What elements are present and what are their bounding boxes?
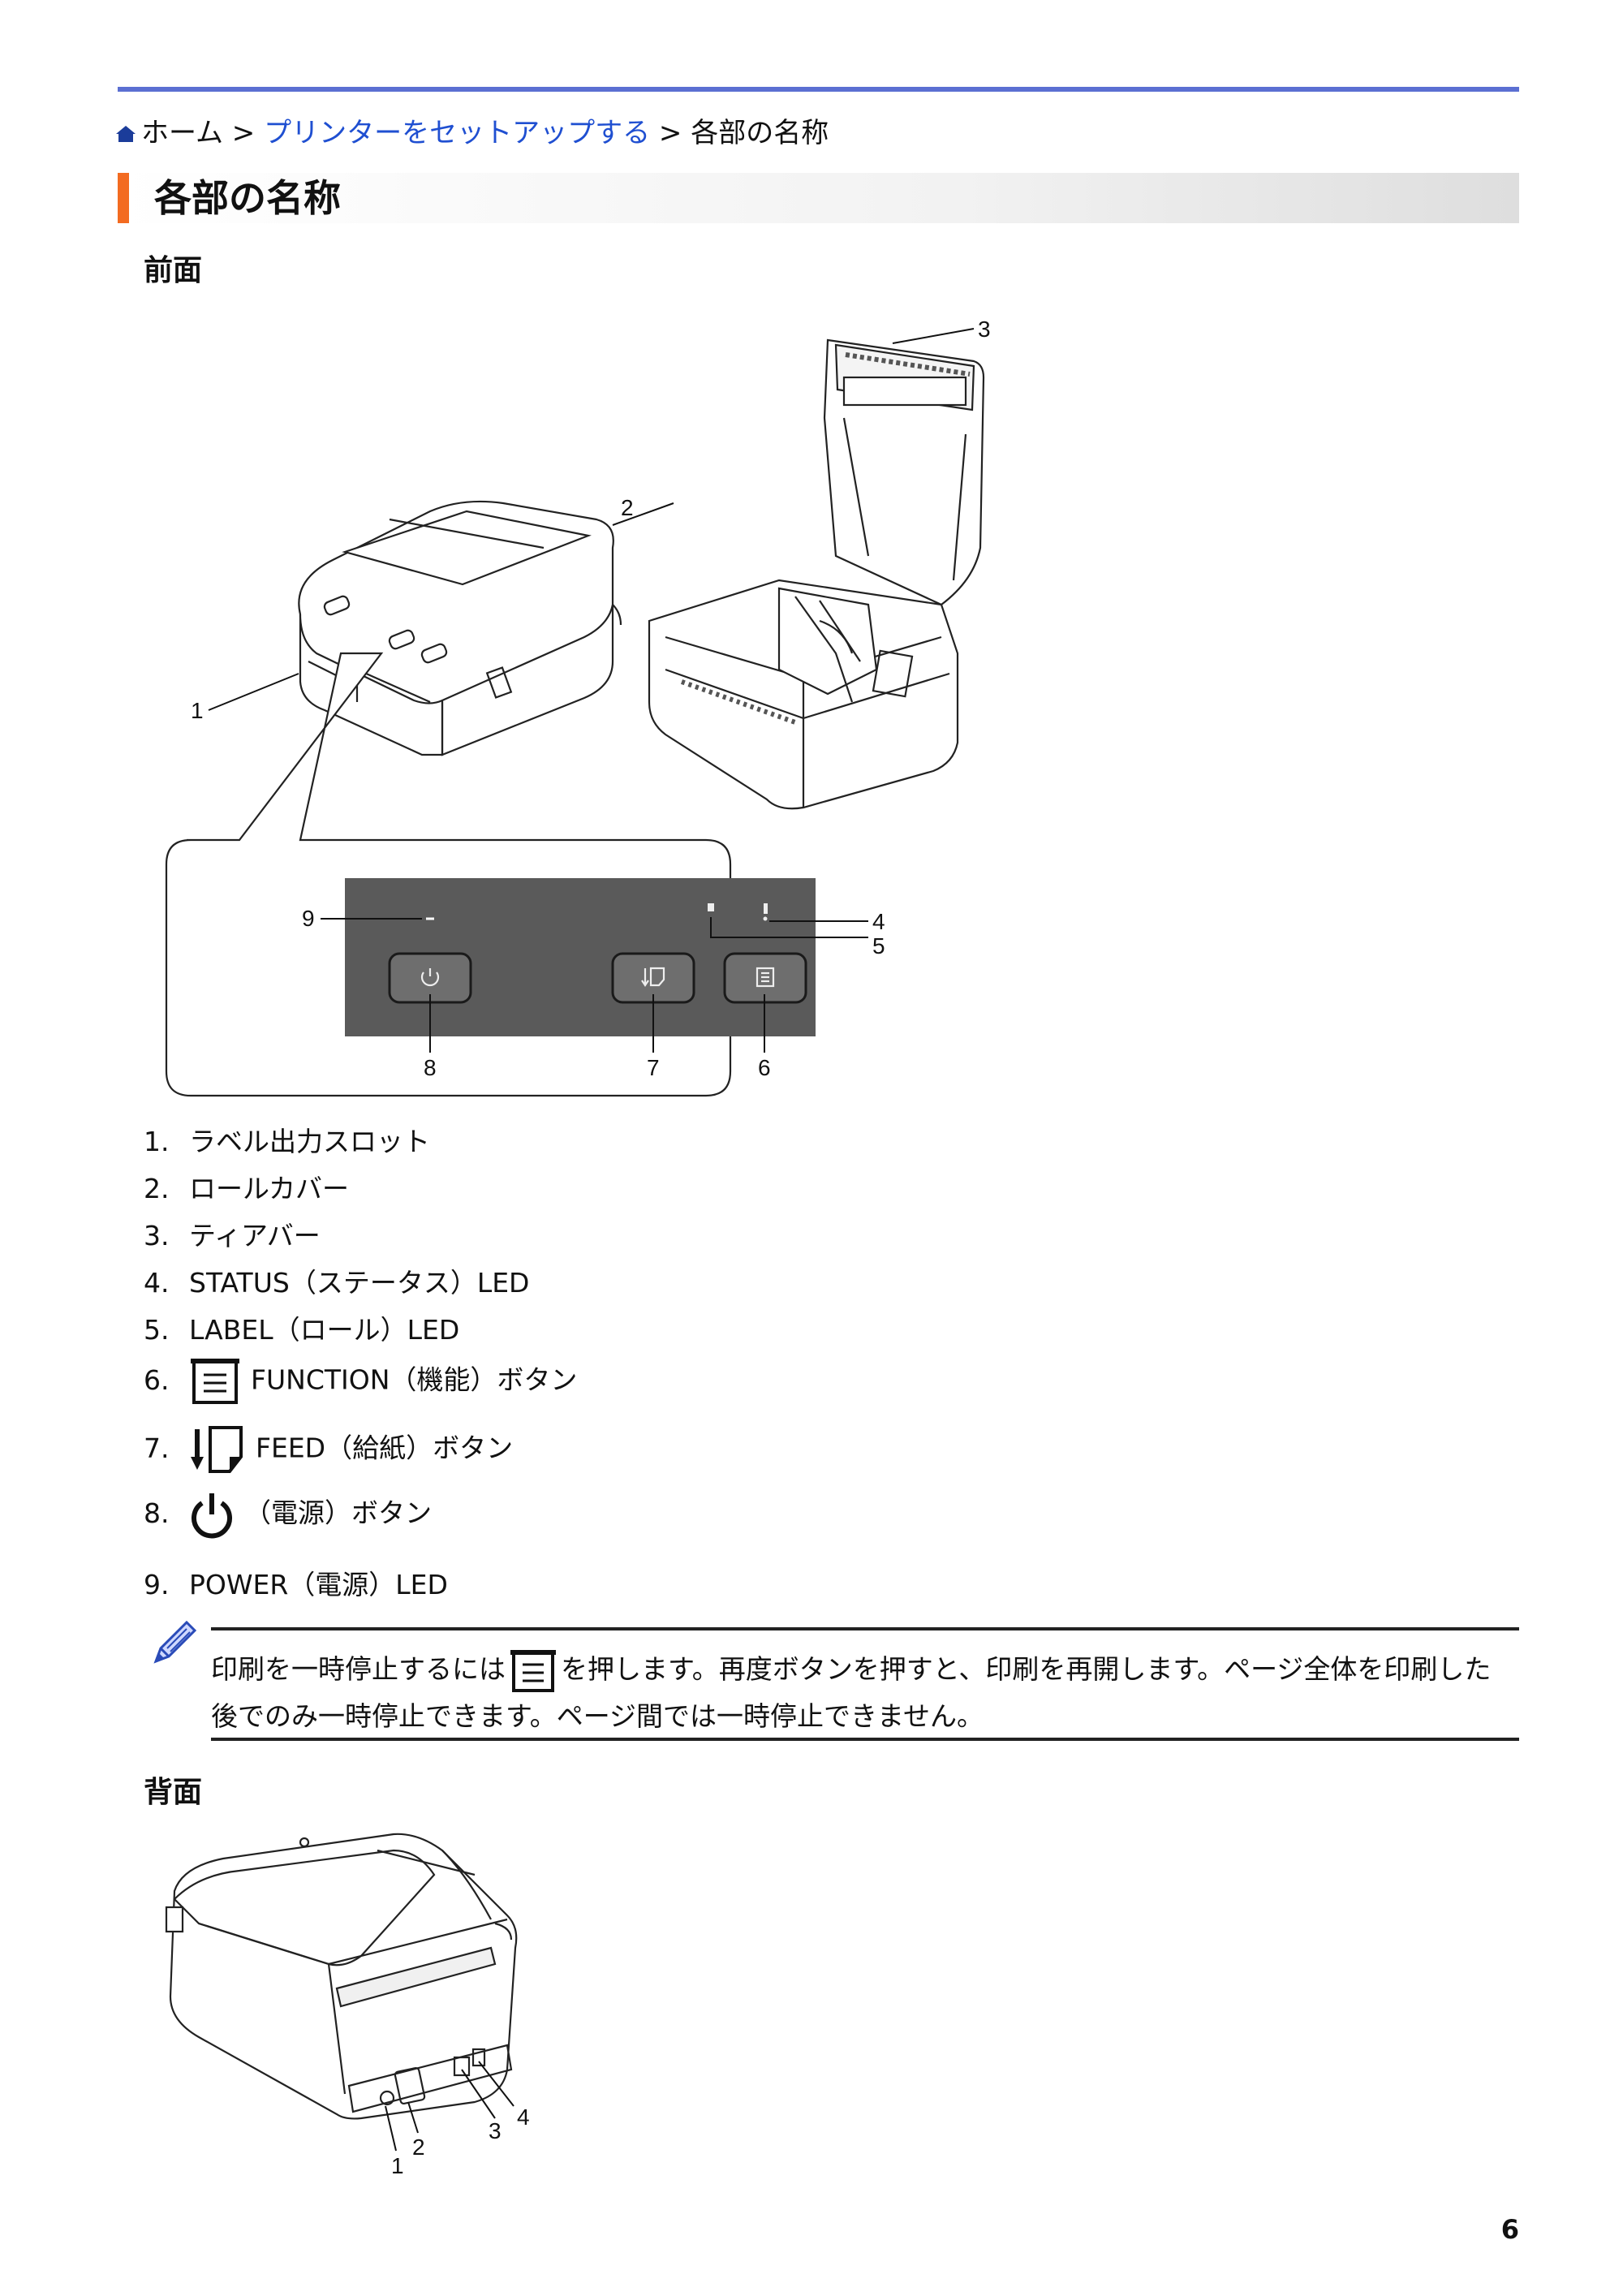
back-heading: 背面 xyxy=(144,1776,203,1809)
breadcrumb: ホーム > プリンターをセットアップする > 各部の名称 xyxy=(115,114,829,153)
page-number: 6 xyxy=(1500,2214,1519,2245)
usb-port xyxy=(471,2048,486,2067)
function-icon xyxy=(191,1359,239,1404)
list-item: 3.ティアバー xyxy=(144,1220,321,1251)
power-icon xyxy=(192,1493,232,1539)
closed-printer-illustration xyxy=(298,500,622,756)
list-item: 7.FEED（給紙）ボタン xyxy=(144,1424,513,1475)
front-heading: 前面 xyxy=(144,254,203,287)
back-callout-2: 2 xyxy=(412,2134,425,2160)
pencil-icon xyxy=(153,1620,197,1664)
note-box: 印刷を一時停止するにはを押します。再度ボタンを押すと、印刷を再開します。ページ全… xyxy=(151,1620,1519,1747)
back-callout-4: 4 xyxy=(517,2104,530,2130)
home-icon[interactable] xyxy=(115,124,136,144)
front-figure: 1 2 3 4 5 6 7 8 9 xyxy=(165,317,991,1097)
breadcrumb-link-setup[interactable]: プリンターをセットアップする xyxy=(264,117,651,149)
callout-5: 5 xyxy=(872,933,885,958)
dc-in-port xyxy=(379,2090,395,2106)
back-callout-1: 1 xyxy=(391,2153,404,2175)
list-item: 2.ロールカバー xyxy=(144,1173,350,1204)
title-accent xyxy=(118,173,129,223)
back-callout-3: 3 xyxy=(489,2118,502,2143)
note-rule xyxy=(211,1738,1519,1741)
callout-1: 1 xyxy=(191,698,204,723)
callout-3: 3 xyxy=(978,317,991,342)
callout-4: 4 xyxy=(872,909,885,934)
list-item: 5.LABEL（ロール）LED xyxy=(144,1314,460,1346)
list-item: 8.（電源）ボタン xyxy=(144,1490,432,1539)
status-led-icon xyxy=(764,903,768,914)
feed-icon xyxy=(191,1426,243,1473)
rear-printer-illustration xyxy=(165,1833,518,2120)
power-icon xyxy=(420,968,440,987)
list-item: 9.POWER（電源）LED xyxy=(144,1569,448,1600)
back-figure: 1 2 3 4 xyxy=(165,1833,530,2175)
open-printer-illustration xyxy=(648,338,985,810)
callout-7: 7 xyxy=(647,1055,660,1080)
function-icon xyxy=(756,967,775,988)
breadcrumb-home[interactable]: ホーム xyxy=(141,117,223,149)
callout-6: 6 xyxy=(758,1055,771,1080)
feed-icon xyxy=(641,967,665,987)
label-led-icon xyxy=(708,903,714,911)
title-bar xyxy=(118,173,1519,223)
function-icon xyxy=(510,1649,556,1692)
page-title: 各部の名称 xyxy=(154,176,341,220)
list-item: 6.FUNCTION（機能）ボタン xyxy=(144,1357,577,1406)
callout-8: 8 xyxy=(424,1055,437,1080)
breadcrumb-sep: > xyxy=(650,117,691,149)
header-rule xyxy=(118,87,1519,92)
breadcrumb-current: 各部の名称 xyxy=(691,117,829,149)
breadcrumb-sep: > xyxy=(222,117,265,149)
callout-9: 9 xyxy=(302,906,315,931)
serial-port xyxy=(394,2066,426,2105)
list-item: 4.STATUS（ステータス）LED xyxy=(144,1267,530,1299)
note-rule xyxy=(211,1627,1519,1630)
note-text: 印刷を一時停止するにはを押します。再度ボタンを押すと、印刷を再開します。ページ全… xyxy=(211,1647,1519,1739)
callout-2: 2 xyxy=(621,495,634,520)
list-item: 1.ラベル出力スロット xyxy=(144,1126,430,1157)
